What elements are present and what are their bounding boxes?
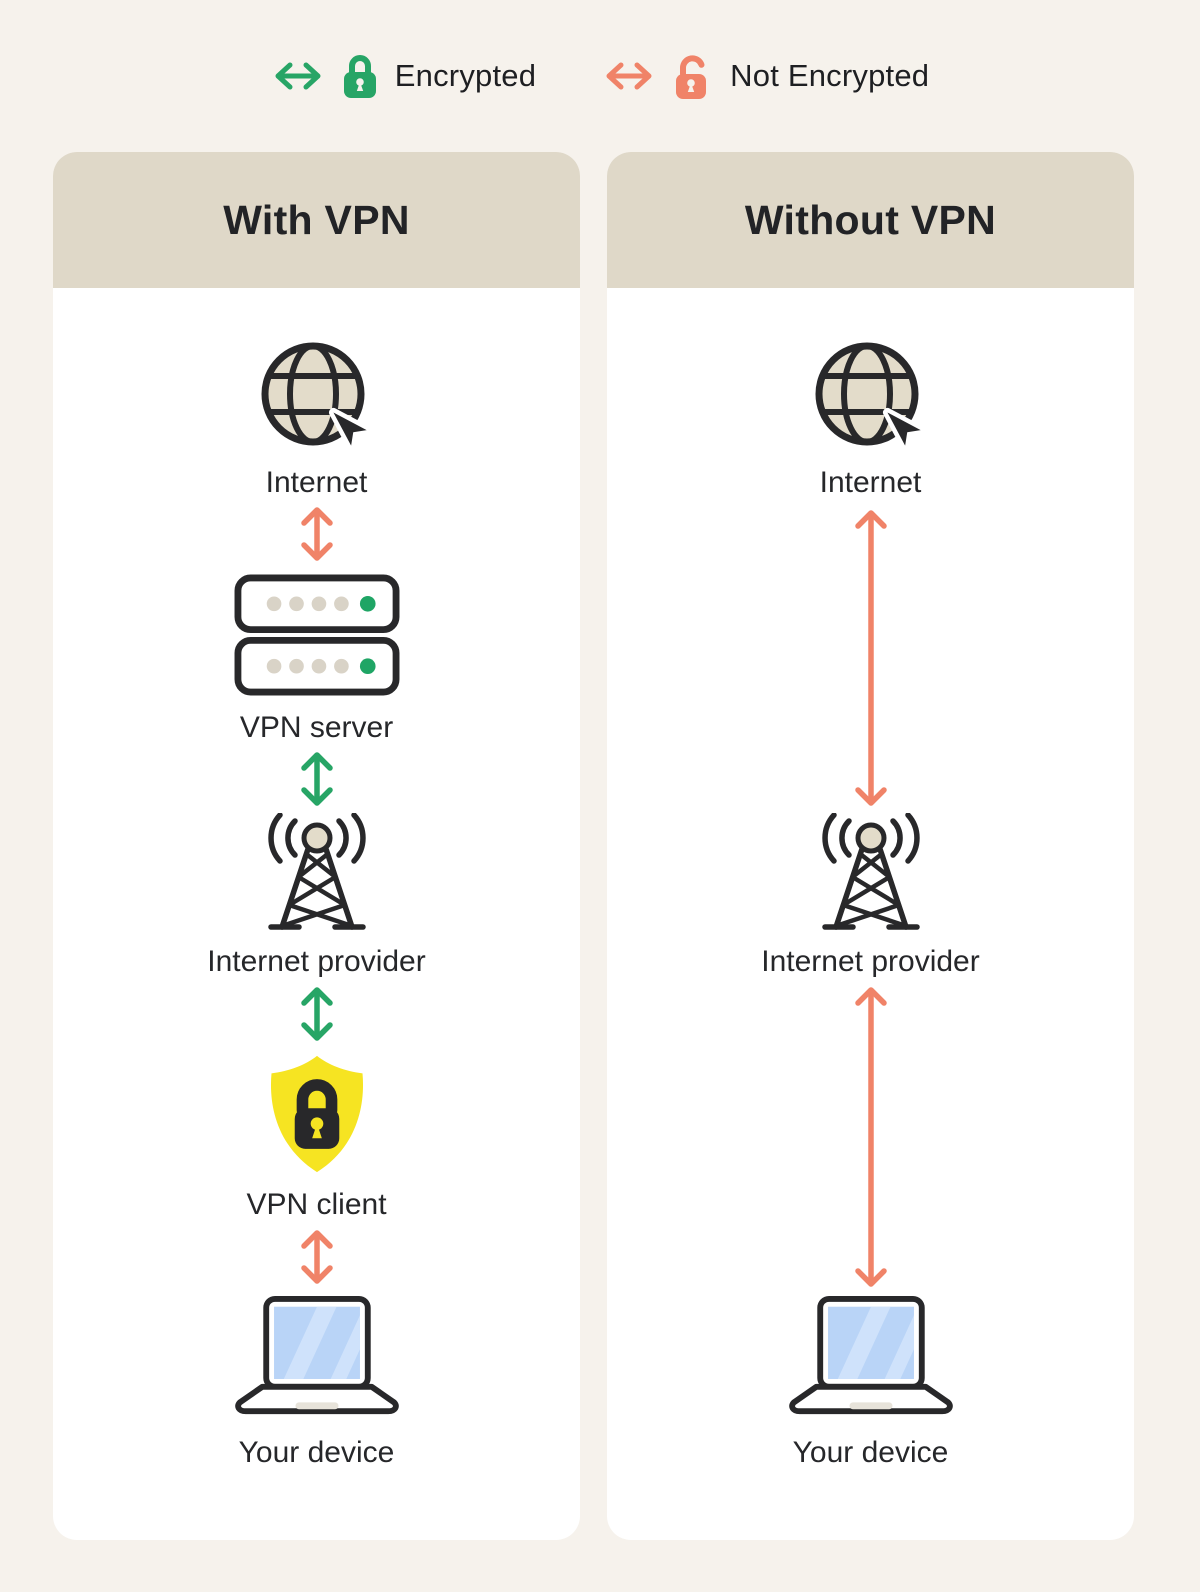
vpn-server-icon (234, 574, 399, 696)
open-lock-icon (676, 55, 707, 99)
link-not-encrypted (299, 504, 335, 564)
radio-tower-icon (267, 813, 366, 930)
internet-label: Internet (265, 466, 368, 499)
legend-item-not-encrypted: Not Encrypted (602, 52, 929, 100)
link-not-encrypted (853, 984, 889, 1290)
your-device-label: Your device (238, 1436, 395, 1469)
radio-tower-icon (821, 813, 920, 930)
internet-node (257, 338, 377, 458)
legend-label-not-encrypted: Not Encrypted (730, 58, 930, 93)
legend-label-encrypted: Encrypted (394, 58, 537, 93)
legend-item-encrypted: Encrypted (271, 52, 536, 100)
internet-provider-node (796, 813, 946, 941)
without-vpn-card: Without VPN Internet (607, 152, 1134, 1540)
link-encrypted (299, 749, 335, 809)
not-encrypted-arrow-icon (854, 987, 887, 1287)
legend: Encrypted Not Encrypted (0, 52, 1200, 100)
shield-lock-icon (270, 1055, 363, 1173)
vpn-client-node (256, 1051, 378, 1177)
encrypted-arrow-icon (300, 752, 333, 806)
link-not-encrypted (299, 1227, 335, 1287)
globe-cursor-icon (261, 342, 371, 451)
globe-cursor-icon (815, 342, 925, 451)
without-vpn-title: Without VPN (744, 196, 997, 243)
your-device-node (227, 1295, 407, 1420)
with-vpn-card-header: With VPN (53, 152, 580, 288)
encrypted-arrow-icon (300, 987, 333, 1041)
with-vpn-card: With VPN Internet (53, 152, 580, 1540)
laptop-icon (234, 1295, 399, 1415)
link-not-encrypted (853, 507, 889, 809)
with-vpn-title: With VPN (223, 196, 410, 243)
laptop-icon (788, 1295, 953, 1415)
link-encrypted (299, 984, 335, 1044)
internet-provider-label: Internet provider (761, 945, 980, 978)
not-encrypted-arrow-icon (300, 1230, 333, 1284)
your-device-node (781, 1295, 961, 1420)
not-encrypted-arrow-icon (300, 507, 333, 561)
vpn-server-node (234, 574, 400, 696)
internet-node (811, 338, 931, 458)
closed-lock-icon (343, 55, 376, 98)
vpn-server-label: VPN server (239, 711, 394, 744)
not-encrypted-double-arrow-icon (606, 62, 652, 90)
without-vpn-card-header: Without VPN (607, 152, 1134, 288)
vpn-client-label: VPN client (246, 1188, 387, 1221)
encrypted-double-arrow-icon (275, 62, 321, 90)
internet-provider-node (242, 813, 392, 941)
internet-label: Internet (819, 466, 922, 499)
not-encrypted-arrow-icon (854, 510, 887, 806)
your-device-label: Your device (792, 1436, 949, 1469)
internet-provider-label: Internet provider (207, 945, 426, 978)
